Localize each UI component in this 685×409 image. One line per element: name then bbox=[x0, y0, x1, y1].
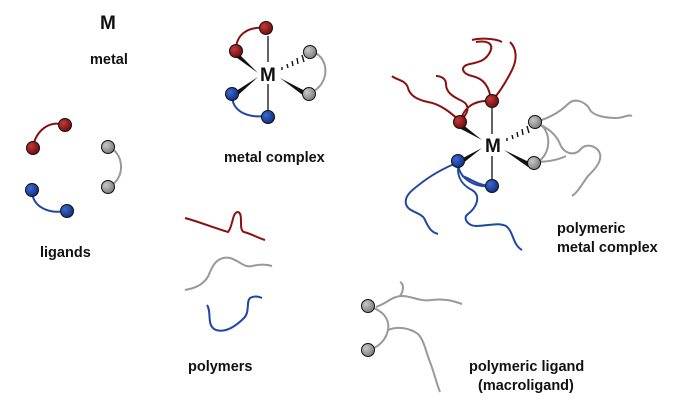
metal-symbol: M bbox=[100, 13, 116, 34]
blue-ligand bbox=[25, 183, 74, 218]
red-ligand bbox=[26, 118, 72, 155]
gray-polymer-chain bbox=[184, 256, 273, 291]
polymeric-ligand-label-line2: (macroligand) bbox=[478, 378, 574, 394]
ligands-group: ligands bbox=[25, 118, 122, 261]
blue-polymer-chain bbox=[206, 295, 263, 332]
metal-label: metal bbox=[90, 52, 128, 68]
polymeric-metal-complex-label-line2: metal complex bbox=[557, 240, 658, 256]
metal-complex-center: M bbox=[260, 65, 276, 86]
polymers-group: polymers bbox=[184, 210, 273, 375]
polymeric-ligand-label-line1: polymeric ligand bbox=[469, 359, 584, 375]
gray-ligand bbox=[101, 140, 122, 194]
ligands-label: ligands bbox=[40, 245, 91, 261]
red-polymer-chain bbox=[184, 210, 266, 241]
polymeric-ligand-group: polymeric ligand (macroligand) bbox=[361, 281, 584, 394]
polymeric-complex-center: M bbox=[485, 136, 501, 157]
metal-complex-group: M metal complex bbox=[224, 21, 327, 166]
metal-complex-label: metal complex bbox=[224, 150, 325, 166]
polymeric-metal-complex-group: M polymeric metal complex bbox=[391, 37, 658, 256]
metal-group: M metal bbox=[90, 13, 128, 68]
polymeric-metal-complex-label-line1: polymeric bbox=[557, 221, 626, 237]
polymers-label: polymers bbox=[188, 359, 252, 375]
